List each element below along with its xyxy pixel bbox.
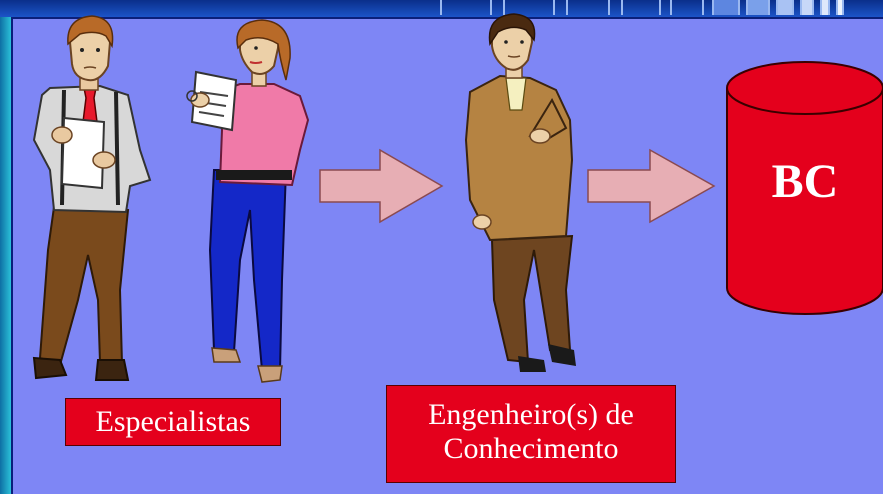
flow-arrow: [319, 148, 444, 224]
engenheiro-line2-text: Conhecimento: [443, 432, 619, 465]
top-decorative-bar: [0, 0, 883, 17]
specialist-man-figure: [32, 15, 152, 381]
decor-square: [776, 0, 794, 15]
left-gradient-strip: [0, 17, 11, 494]
decor-square: [746, 0, 770, 15]
especialistas-text: Especialistas: [95, 405, 251, 438]
decor-square: [621, 0, 661, 15]
flow-arrow: [587, 148, 716, 224]
engenheiro-conhecimento-label: Engenheiro(s) de Conhecimento: [386, 385, 676, 483]
decor-square: [836, 0, 844, 15]
knowledge-base-label: BC: [772, 155, 839, 208]
decor-square: [503, 0, 555, 15]
decor-square: [712, 0, 740, 15]
decor-square: [566, 0, 610, 15]
knowledge-base-cylinder: BC: [726, 61, 883, 315]
knowledge-engineer-figure: [464, 13, 576, 372]
decor-square: [800, 0, 814, 15]
decor-square: [440, 0, 492, 15]
decor-square: [670, 0, 704, 15]
engenheiro-line1-text: Engenheiro(s) de: [428, 398, 634, 431]
specialist-woman-figure: [186, 19, 310, 383]
especialistas-label: Especialistas: [65, 398, 281, 446]
decor-square: [820, 0, 830, 15]
